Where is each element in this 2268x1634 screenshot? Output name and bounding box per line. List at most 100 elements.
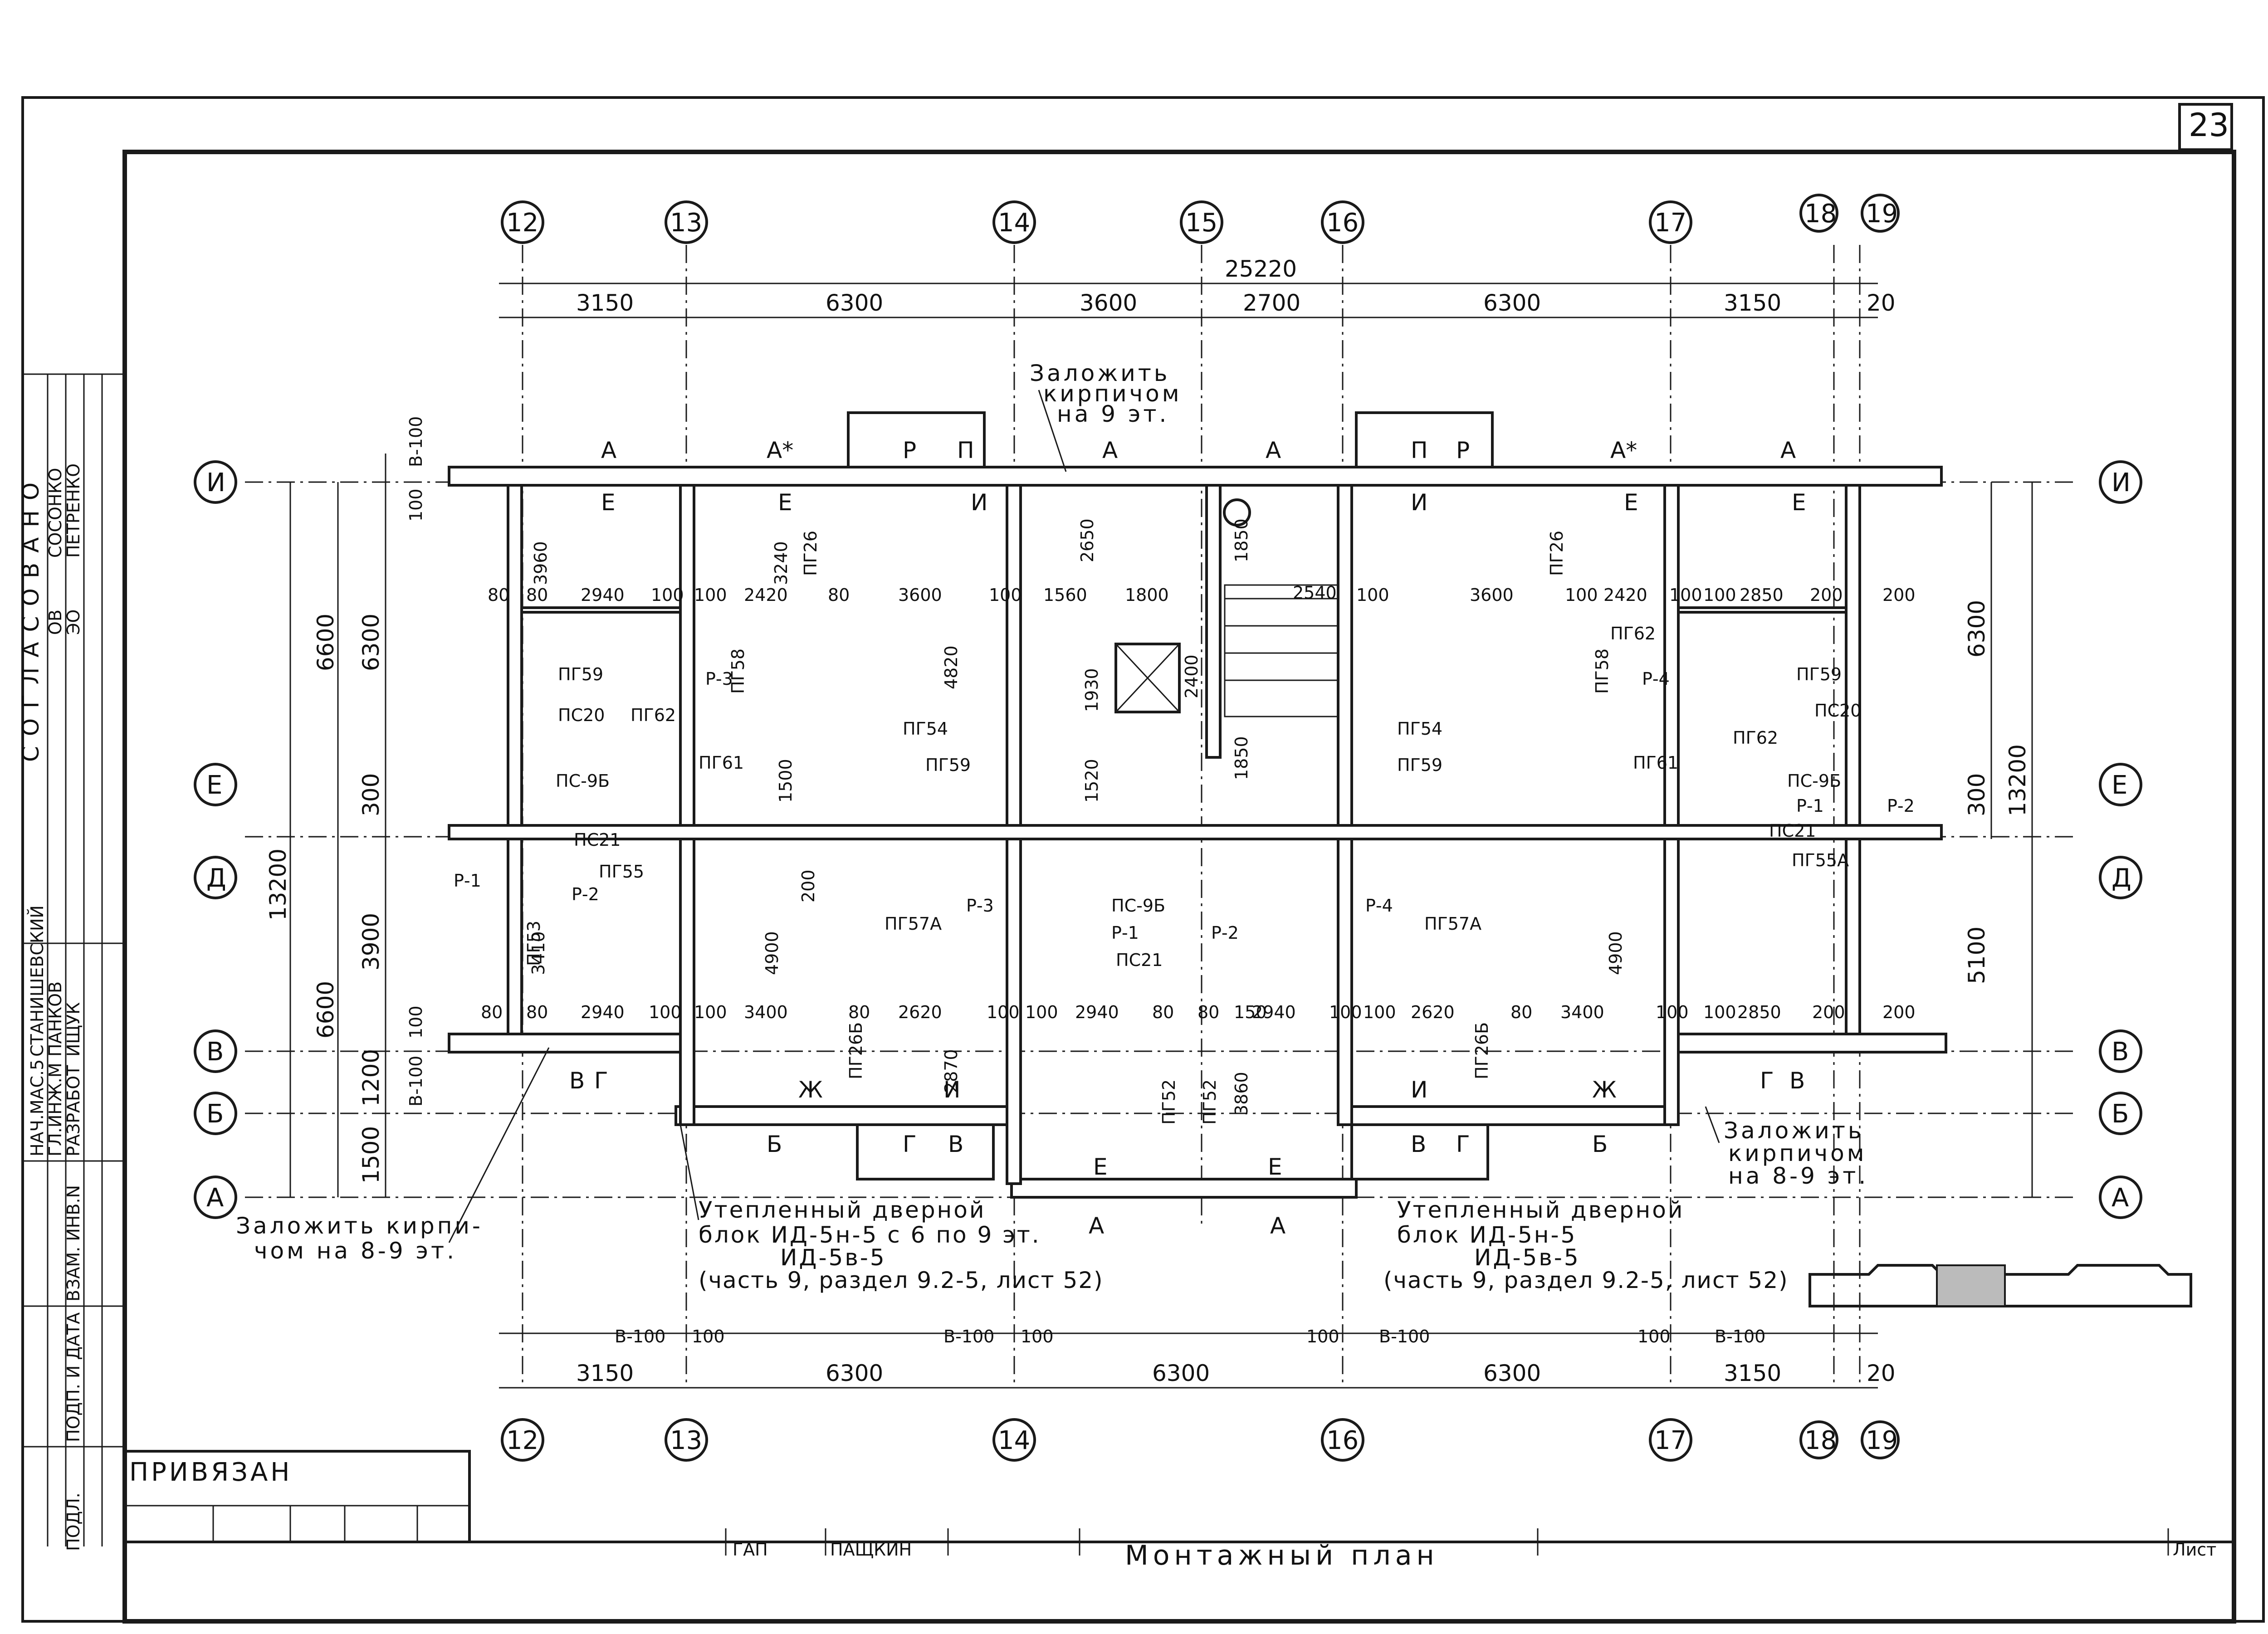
svg-text:кирпичом: кирпичом xyxy=(1728,1140,1867,1166)
svg-text:А: А xyxy=(1089,1213,1104,1239)
svg-text:Е: Е xyxy=(1792,489,1806,516)
dim-top-6: 3150 xyxy=(1724,290,1781,316)
axis-top-16: 16 xyxy=(1326,208,1359,238)
panel-labels: А А* Р П А А П Р А* А Е Е И И Е Е Ж И И … xyxy=(569,437,1806,1239)
dim-top-5: 6300 xyxy=(1483,290,1541,316)
svg-text:ПГ26: ПГ26 xyxy=(1547,531,1567,576)
dim-bottom-1: 3150 xyxy=(576,1360,634,1386)
right-dimensions: 6300 300 13200 5100 xyxy=(1964,482,2033,1197)
svg-text:100: 100 xyxy=(1669,585,1702,605)
svg-text:ИД-5в-5: ИД-5в-5 xyxy=(1474,1244,1580,1271)
svg-text:100: 100 xyxy=(989,585,1022,605)
dim-right-3: 13200 xyxy=(2004,744,2031,816)
svg-text:ПГ53: ПГ53 xyxy=(524,921,544,966)
dim-top-4: 2700 xyxy=(1243,290,1300,316)
svg-text:Заложить: Заложить xyxy=(1030,360,1170,386)
svg-text:ПС20: ПС20 xyxy=(1814,701,1861,721)
svg-text:2620: 2620 xyxy=(1411,1002,1455,1022)
bottom-axis-bubbles: 12 13 14 16 17 18 19 xyxy=(501,1418,1900,1462)
svg-text:100: 100 xyxy=(1703,1002,1736,1022)
svg-text:ПГ59: ПГ59 xyxy=(1397,755,1442,775)
svg-text:Р-3: Р-3 xyxy=(966,896,994,916)
axis-top-15: 15 xyxy=(1185,208,1217,238)
dim-left-3: 300 xyxy=(358,773,384,816)
svg-text:Р-3: Р-3 xyxy=(705,669,733,689)
axis-bottom-18: 18 xyxy=(1804,1426,1837,1455)
offset-1: В-100 xyxy=(615,1327,665,1346)
axis-left-I: И xyxy=(206,468,225,498)
svg-text:ПС21: ПС21 xyxy=(574,830,621,850)
left-dimensions: 6600 6300 300 13200 3900 6600 1200 1500 … xyxy=(265,416,426,1197)
list-label: Лист xyxy=(2173,1540,2216,1560)
svg-text:200: 200 xyxy=(798,869,818,902)
top-dimensions: 25220 3150 6300 3600 2700 6300 3150 20 xyxy=(499,256,1896,318)
svg-text:чом на 8-9 эт.: чом на 8-9 эт. xyxy=(254,1238,457,1264)
svg-text:А: А xyxy=(1266,437,1281,463)
axis-top-12: 12 xyxy=(506,208,538,238)
svg-text:3860: 3860 xyxy=(1232,1072,1251,1116)
key-plan xyxy=(1809,1264,2192,1307)
svg-text:80: 80 xyxy=(848,1002,870,1022)
axis-right-I: И xyxy=(2112,468,2131,498)
svg-text:Р-2: Р-2 xyxy=(572,884,599,904)
svg-text:Г: Г xyxy=(1456,1131,1470,1157)
svg-text:ПС20: ПС20 xyxy=(558,705,605,725)
svg-text:4900: 4900 xyxy=(1606,931,1626,975)
svg-text:80: 80 xyxy=(1152,1002,1174,1022)
axis-right-A: А xyxy=(2112,1183,2129,1213)
svg-text:1930: 1930 xyxy=(1082,668,1102,712)
svg-text:ПГ59: ПГ59 xyxy=(925,755,971,775)
svg-text:ПГ57А: ПГ57А xyxy=(885,914,942,934)
dim-bottom-4: 6300 xyxy=(1483,1360,1541,1386)
svg-text:ИД-5в-5: ИД-5в-5 xyxy=(780,1244,886,1271)
svg-text:3600: 3600 xyxy=(898,585,942,605)
author-role-2: ГЛ.ИНЖ.М xyxy=(45,1063,65,1156)
svg-text:Е: Е xyxy=(601,489,616,516)
soglasovano-label: СОГЛАСОВАНО xyxy=(18,473,44,762)
svg-text:Р-4: Р-4 xyxy=(1365,896,1393,916)
dim-left-5: 3900 xyxy=(358,913,384,971)
svg-text:А: А xyxy=(1102,437,1118,463)
axis-top-14: 14 xyxy=(998,208,1030,238)
svg-text:Б: Б xyxy=(767,1131,782,1157)
svg-text:блок ИД-5н-5 с 6 по 9 эт.: блок ИД-5н-5 с 6 по 9 эт. xyxy=(699,1222,1041,1248)
note-door-left: Утепленный дверной блок ИД-5н-5 с 6 по 9… xyxy=(679,1124,1103,1293)
svg-text:100: 100 xyxy=(1565,585,1598,605)
svg-text:Р-2: Р-2 xyxy=(1211,923,1239,943)
svg-text:ПГ54: ПГ54 xyxy=(1397,719,1442,739)
svg-text:Р-1: Р-1 xyxy=(1111,923,1139,943)
dim-left-2: 6300 xyxy=(358,614,384,671)
room-dims-top: 80 80 2940 100 100 2420 80 3600 100 1560… xyxy=(488,583,1916,605)
svg-text:ПГ26Б: ПГ26Б xyxy=(846,1022,866,1079)
side-label-1: ВЗАМ. ИНВ.N xyxy=(64,1185,83,1302)
svg-text:ПГ54: ПГ54 xyxy=(903,719,948,739)
svg-text:80: 80 xyxy=(481,1002,503,1022)
svg-text:200: 200 xyxy=(1882,585,1916,605)
svg-text:80: 80 xyxy=(488,585,509,605)
svg-text:2620: 2620 xyxy=(898,1002,942,1022)
dim-left-9: В-100 xyxy=(406,416,426,467)
svg-text:И: И xyxy=(971,489,987,516)
svg-text:ПГ61: ПГ61 xyxy=(1633,753,1678,773)
svg-text:200: 200 xyxy=(1812,1002,1845,1022)
dim-bottom-5: 3150 xyxy=(1724,1360,1781,1386)
svg-text:ПГ26: ПГ26 xyxy=(801,531,821,576)
svg-text:4820: 4820 xyxy=(941,645,961,689)
gap-label: ГАП xyxy=(733,1540,768,1560)
author-name-3: ИЩУК xyxy=(64,1002,83,1057)
axis-left-V: В xyxy=(206,1037,224,1067)
bottom-dimensions: 3150 6300 6300 6300 3150 20 В-100 100 В-… xyxy=(499,1327,1896,1389)
svg-text:Р: Р xyxy=(903,437,916,463)
note-door-right: Утепленный дверной блок ИД-5н-5 ИД-5в-5 … xyxy=(1383,1197,1788,1293)
axis-top-13: 13 xyxy=(670,208,702,238)
author-role-3: РАЗРАБОТ xyxy=(64,1065,83,1156)
svg-text:2850: 2850 xyxy=(1740,585,1784,605)
side-axis-bubbles: И Е Д В Б А И Е Д В Б А xyxy=(194,460,2142,1219)
author-name-2: ПАНКОВ xyxy=(45,981,65,1057)
svg-text:В: В xyxy=(569,1068,585,1094)
svg-text:Р-1: Р-1 xyxy=(1796,796,1824,816)
svg-text:2870: 2870 xyxy=(941,1049,961,1093)
dim-right-4: 5100 xyxy=(1964,927,1990,984)
svg-text:А: А xyxy=(601,437,616,463)
svg-text:ПГ58: ПГ58 xyxy=(728,649,748,694)
